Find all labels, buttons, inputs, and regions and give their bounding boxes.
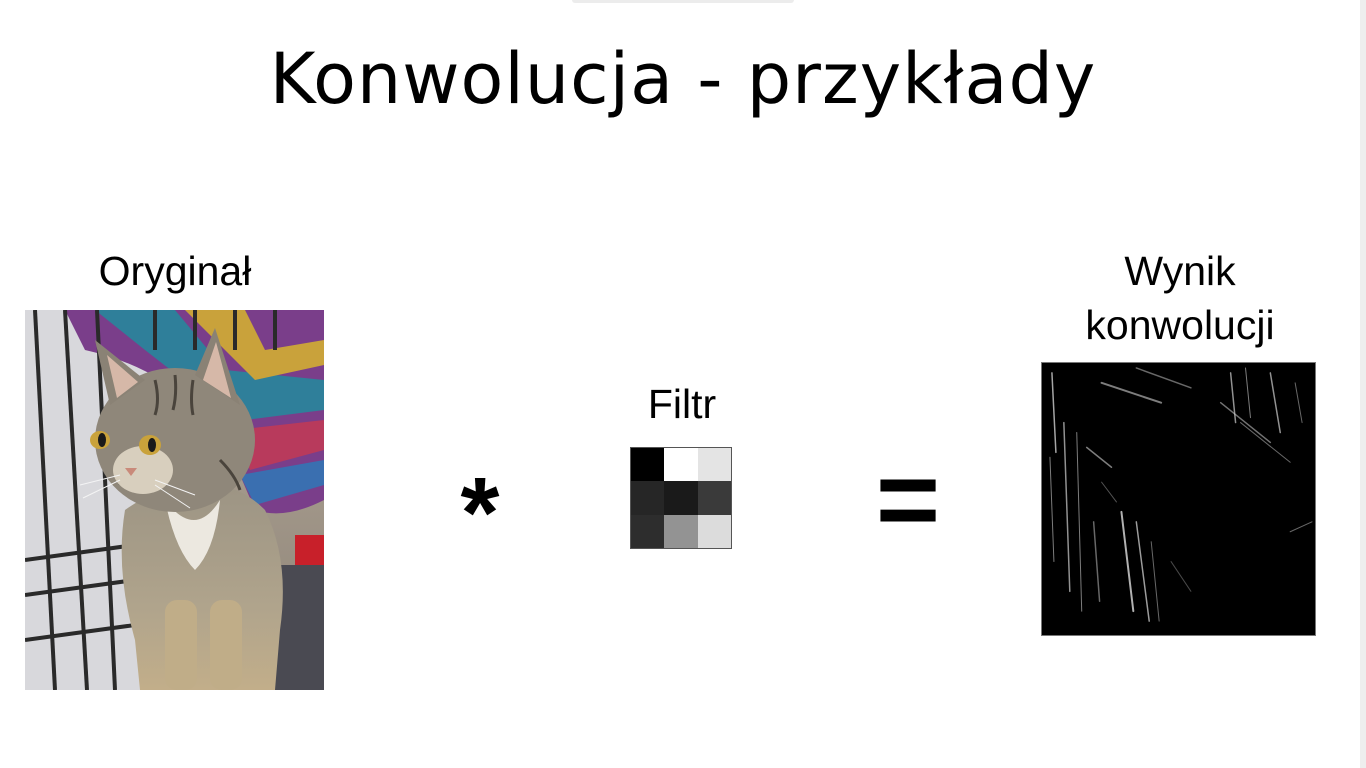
slide-title: Konwolucja - przykłady (269, 38, 1097, 120)
convolution-operator: * (460, 457, 500, 569)
original-kitten-image (25, 310, 324, 690)
filter-cell (664, 481, 698, 515)
filter-cell (664, 448, 698, 482)
filter-cell (664, 514, 698, 548)
top-tab-indicator (572, 0, 794, 3)
convolution-result-image (1041, 362, 1316, 636)
right-edge-bar (1360, 0, 1366, 768)
filter-cell (697, 448, 731, 482)
equals-operator: = (875, 438, 941, 561)
filter-kernel (630, 447, 732, 549)
filter-label: Filtr (647, 381, 717, 427)
filter-cell (631, 481, 665, 515)
filter-cell (631, 514, 665, 548)
filter-cell (697, 481, 731, 515)
filter-cell (631, 448, 665, 482)
original-label: Oryginał (98, 248, 252, 294)
filter-cell (697, 514, 731, 548)
result-label-line1: Wynik (1124, 248, 1236, 294)
result-label-line2: konwolucji (1085, 302, 1275, 348)
result-label: Wynik konwolucji (1030, 244, 1330, 352)
